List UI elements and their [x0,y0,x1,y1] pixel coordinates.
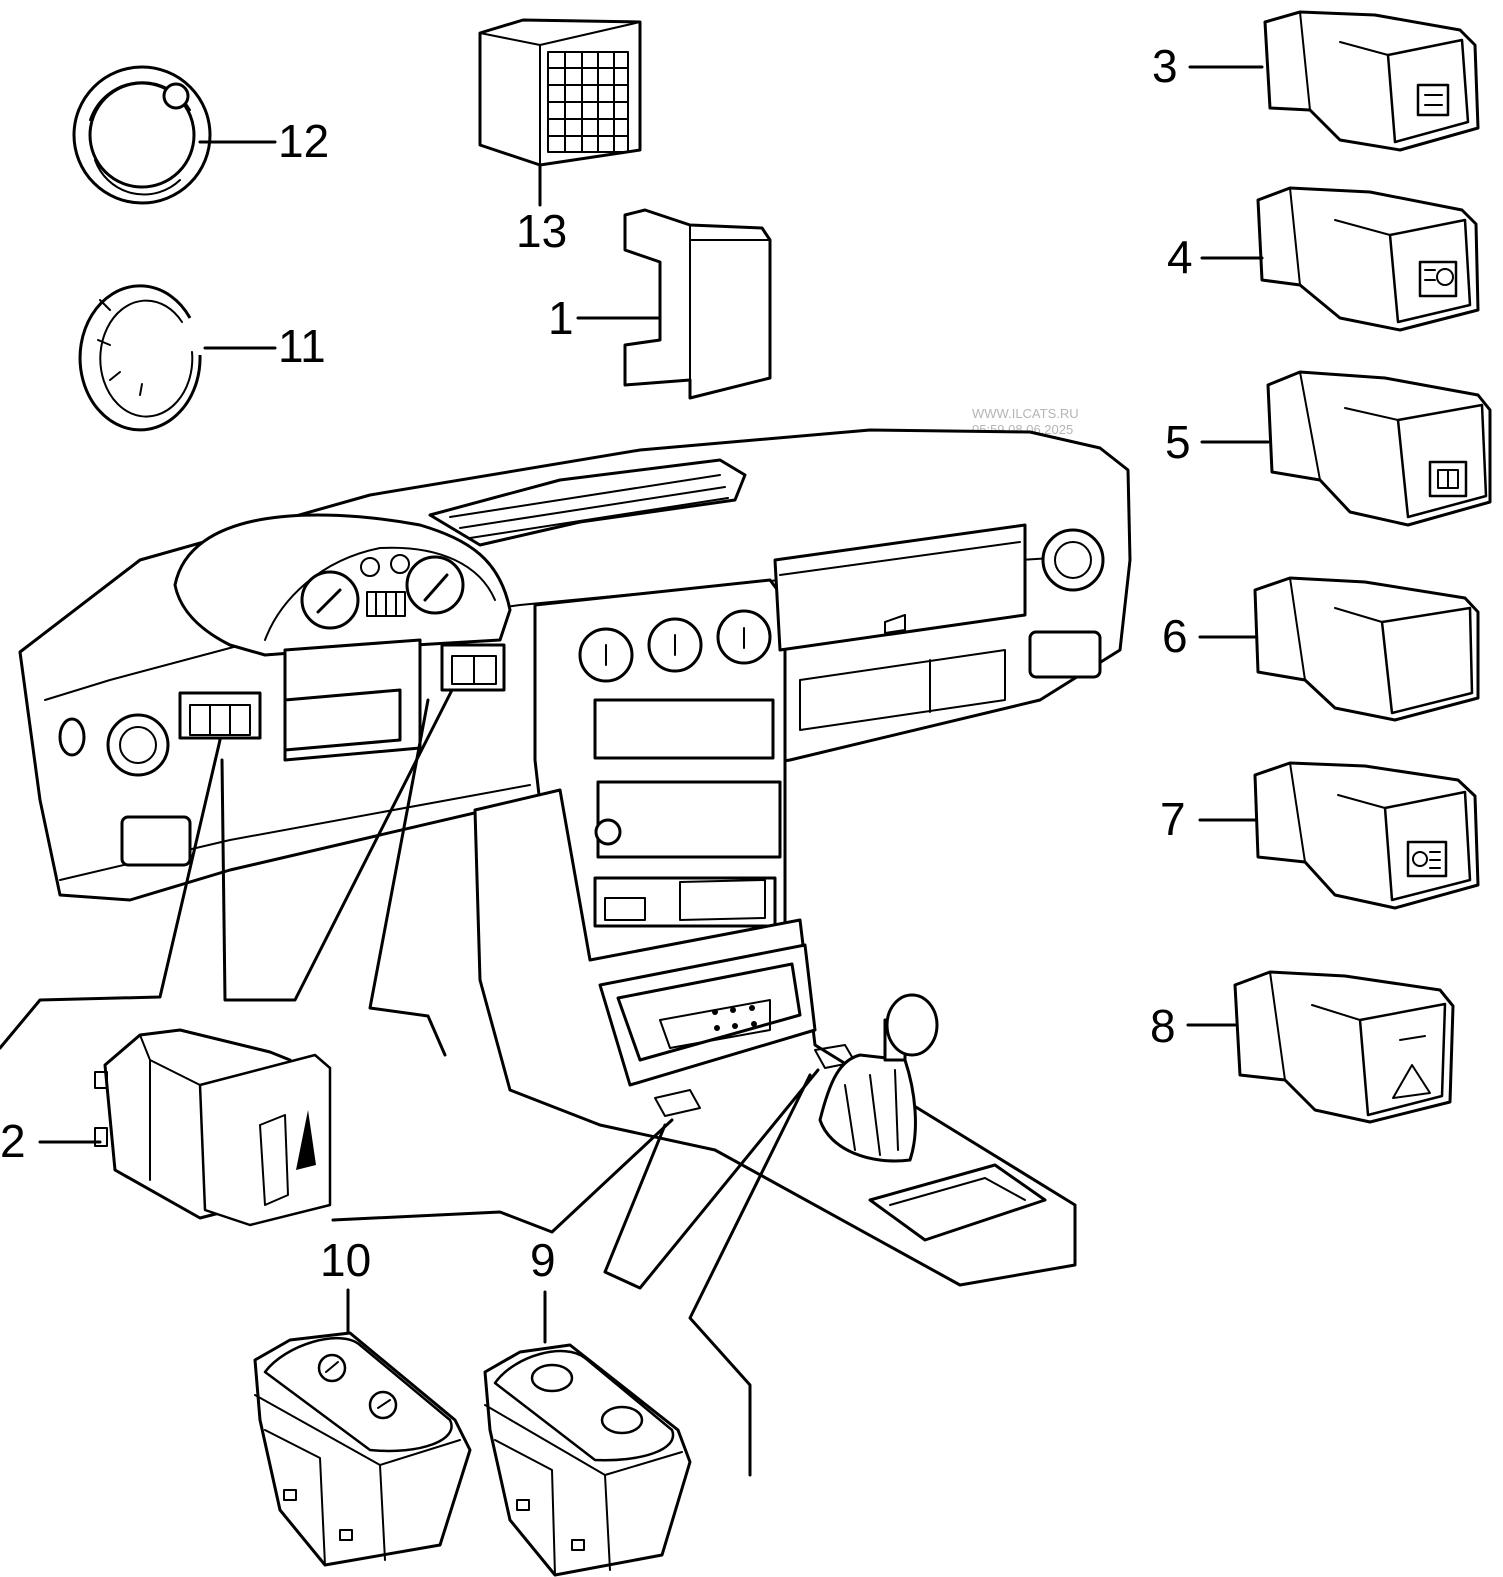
callout-3: 3 [1152,40,1178,92]
part-7-headlight-switch [1198,761,1480,910]
callout-4: 4 [1167,231,1193,283]
callout-13: 13 [516,205,567,257]
callout-12: 12 [278,115,329,167]
callout-11: 11 [278,320,326,372]
part-10-window-lift-switch [253,1331,472,1567]
callout-2: 2 [0,1115,26,1167]
watermark: WWW.ILCATS.RU 05:59 08.06.2025 [972,406,1079,437]
part-1-blank-cover [576,208,772,400]
part-9-double-switch [483,1343,692,1577]
callout-7: 7 [1160,793,1186,845]
part-6-blank-switch [1198,576,1480,722]
part-5-window-switch [1200,370,1492,527]
watermark-line1: WWW.ILCATS.RU [972,406,1079,421]
part-12-ring [72,65,277,205]
callout-9: 9 [530,1234,556,1286]
callout-5: 5 [1165,416,1191,468]
part-3-rear-fog-switch [1188,10,1480,152]
part-2-dimmer-switch [0,688,454,1227]
callout-6: 6 [1162,610,1188,662]
callout-1: 1 [548,292,574,344]
leaders-9-10 [331,1068,820,1477]
callout-10: 10 [320,1234,371,1286]
callout-8: 8 [1150,1000,1176,1052]
part-11-ring [78,284,277,432]
dashboard-assembly [18,428,1132,1287]
part-8-hazard-switch [1186,970,1455,1124]
part-13-connector-block [478,18,642,207]
part-4-fog-light-switch [1200,186,1480,332]
